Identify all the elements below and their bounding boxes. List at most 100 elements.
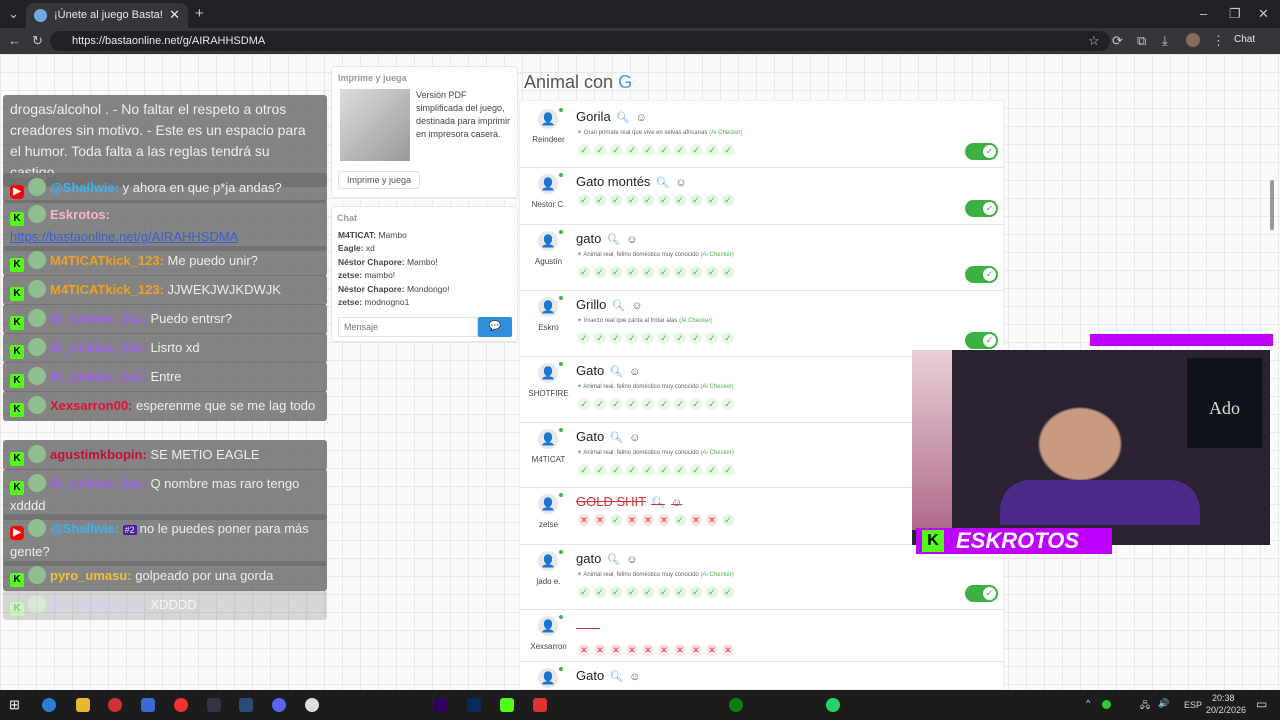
player-name: zetse	[538, 520, 559, 529]
react-emoji-icon[interactable]: ☺	[675, 177, 687, 189]
status-dot-icon[interactable]	[1102, 700, 1111, 709]
search-icon[interactable]: 🔍︎	[655, 177, 670, 189]
language-indicator[interactable]: ESP	[1184, 700, 1203, 710]
validity-toggle[interactable]	[965, 266, 998, 283]
stream-chat-message: drogas/alcohol . - No faltar el respeto …	[3, 95, 327, 187]
back-icon[interactable]: ←	[8, 33, 21, 48]
description-text: Animal real, felino doméstico muy conoci…	[583, 450, 699, 456]
vote-approve-icon: ✓	[658, 586, 670, 598]
vote-approve-icon: ✓	[610, 194, 622, 206]
tab-basta[interactable]: ¡Únete al juego Basta! ✕	[26, 3, 188, 28]
reload-icon[interactable]: ↻	[32, 33, 43, 48]
minimize-icon[interactable]: –	[1200, 6, 1208, 21]
vote-reject-icon: ✕	[690, 644, 702, 656]
edge-icon[interactable]	[42, 698, 56, 712]
search-icon[interactable]: 🔍︎	[615, 112, 630, 124]
extensions-icon[interactable]: ⟳	[1112, 33, 1123, 48]
whatsapp-icon[interactable]	[826, 698, 840, 712]
vote-approve-icon: ✓	[594, 332, 606, 344]
puzzle-icon[interactable]: ⧉	[1137, 33, 1147, 48]
url-input[interactable]: https://bastaonline.net/g/AIRAHHSDMA	[50, 31, 1110, 51]
obs-icon[interactable]	[305, 698, 319, 712]
profile-avatar[interactable]	[1186, 33, 1200, 47]
player-name: Reindeer	[532, 135, 565, 144]
file-explorer-icon[interactable]	[76, 698, 90, 712]
bookmark-star-icon[interactable]: ☆	[1088, 33, 1100, 48]
download-icon[interactable]: ⤓	[1162, 33, 1168, 48]
user-avatar	[28, 396, 46, 414]
player-name: SHOTFIRE	[528, 389, 569, 398]
stream-chat-text: esperenme que se me lag todo	[136, 398, 316, 413]
search-icon[interactable]: 🔍︎	[611, 300, 626, 312]
stream-chat-link[interactable]: https://bastaonline.net/g/AIRAHHSDMA	[10, 229, 239, 244]
validity-toggle[interactable]	[965, 143, 998, 160]
xbox-icon[interactable]	[729, 698, 743, 712]
user-avatar	[28, 251, 46, 269]
search-icon[interactable]: 🔍︎	[606, 234, 621, 246]
app-icon[interactable]	[141, 698, 155, 712]
app-icon[interactable]	[500, 698, 514, 712]
category-prefix: Animal con	[524, 72, 614, 92]
vote-approve-icon: ✓	[674, 332, 686, 344]
tab-list-icon[interactable]: ⌄	[8, 6, 19, 21]
tray-chevron-icon[interactable]: ^	[1086, 698, 1091, 708]
clock-date[interactable]: 20/2/2026	[1206, 705, 1247, 715]
print-thumbnail	[340, 89, 410, 161]
restore-icon[interactable]: ❐	[1229, 6, 1241, 21]
menu-icon[interactable]: ⋮	[1212, 33, 1225, 48]
react-emoji-icon[interactable]: ☺	[635, 112, 647, 124]
react-emoji-icon[interactable]: ☺	[629, 432, 641, 444]
react-emoji-icon[interactable]: ☺	[626, 234, 638, 246]
chat-button[interactable]: Chat	[1234, 34, 1255, 45]
vote-approve-icon: ✓	[722, 266, 734, 278]
url-text: https://bastaonline.net/g/AIRAHHSDMA	[72, 35, 266, 47]
search-icon[interactable]: 🔍︎	[609, 366, 624, 378]
vote-reject-icon: ✕	[610, 644, 622, 656]
react-emoji-icon[interactable]: ☺	[629, 366, 641, 378]
app-icon[interactable]	[108, 698, 122, 712]
send-button[interactable]: 💬	[478, 317, 512, 337]
app-icon[interactable]	[533, 698, 547, 712]
app-icon[interactable]	[174, 698, 188, 712]
vote-marks: ✓✓✓✓✓✓✓✓✓✓	[578, 586, 734, 598]
search-icon[interactable]: 🔍︎	[609, 432, 624, 444]
vote-reject-icon: ✕	[722, 644, 734, 656]
search-icon[interactable]: 🔍︎	[606, 554, 621, 566]
vote-approve-icon: ✓	[578, 586, 590, 598]
close-tab-icon[interactable]: ✕	[169, 7, 180, 22]
volume-icon[interactable]: 🔊	[1158, 698, 1170, 708]
steam-icon[interactable]	[239, 698, 253, 712]
premiere-icon[interactable]	[434, 698, 448, 712]
notifications-icon[interactable]: ▭	[1256, 697, 1268, 711]
print-description: Versión PDF simplificada del juego, dest…	[416, 90, 511, 139]
start-icon[interactable]: ⊞	[9, 697, 20, 712]
tab-title: ¡Únete al juego Basta!	[54, 9, 163, 21]
message-input[interactable]	[338, 317, 478, 337]
new-tab-icon[interactable]: +	[195, 5, 204, 22]
vote-approve-icon: ✓	[706, 194, 718, 206]
search-icon[interactable]: 🔍︎	[651, 497, 666, 509]
validity-toggle[interactable]	[965, 585, 998, 602]
react-emoji-icon[interactable]: ☺	[631, 300, 643, 312]
react-emoji-icon[interactable]: ☺	[629, 671, 641, 683]
vote-marks: ✓✓✓✓✓✓✓✓✓✓	[578, 266, 734, 278]
network-icon[interactable]: 🖧	[1140, 700, 1151, 710]
discord-icon[interactable]	[272, 698, 286, 712]
close-window-icon[interactable]: ✕	[1258, 6, 1269, 21]
validity-toggle[interactable]	[965, 200, 998, 217]
react-emoji-icon[interactable]: ☺	[626, 554, 638, 566]
online-indicator	[559, 615, 563, 619]
app-icon[interactable]	[207, 698, 221, 712]
player-avatar: 👤	[538, 109, 558, 129]
search-icon[interactable]: 🔍︎	[609, 671, 624, 683]
online-indicator	[559, 108, 563, 112]
validity-toggle[interactable]	[965, 332, 998, 349]
clock-time[interactable]: 20:38	[1212, 693, 1235, 703]
online-indicator	[559, 667, 563, 671]
page-scrollbar[interactable]	[1270, 180, 1274, 230]
react-emoji-icon[interactable]: ☺	[671, 497, 683, 509]
print-button[interactable]: Imprime y juega	[338, 171, 421, 189]
photoshop-icon[interactable]	[467, 698, 481, 712]
